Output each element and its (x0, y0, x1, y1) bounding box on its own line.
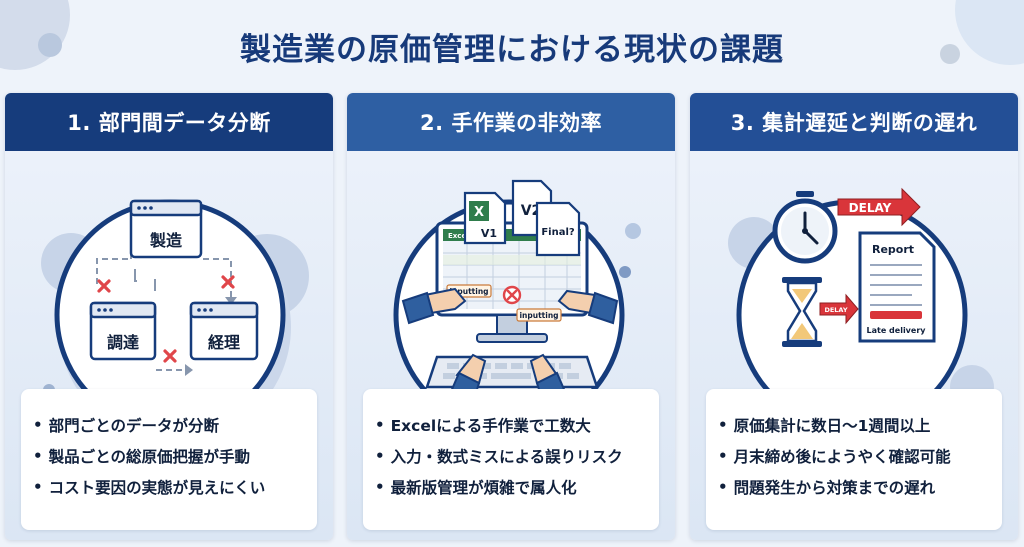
delay-label-large: DELAY (849, 201, 892, 215)
delay-label-small: DELAY (824, 306, 847, 314)
box-label-top: 製造 (149, 231, 183, 250)
card-manual-work: 2. 手作業の非効率 Excel (347, 93, 675, 540)
bullet-dot-icon: • (375, 446, 385, 465)
inputting-tag-1: inputting (449, 287, 488, 296)
hourglass-icon (782, 277, 822, 347)
list-item: •最新版管理が煩雑で属人化 (375, 477, 577, 497)
bullet-list: •部門ごとのデータが分断 •製品ごとの総原価把握が手動 •コスト要因の実態が見え… (21, 389, 317, 530)
right-hand-icon (557, 289, 619, 325)
bullet-list: •原価集計に数日〜1週間以上 •月末締め後にようやく確認可能 •問題発生から対策… (706, 389, 1002, 530)
bullet-dot-icon: • (33, 415, 43, 434)
list-item: •原価集計に数日〜1週間以上 (718, 415, 931, 435)
window-box-procurement (89, 301, 157, 361)
page-title: 製造業の原価管理における現状の課題 (240, 32, 784, 68)
delay-arrow-icon: DELAY (837, 187, 921, 227)
card-aggregation-delay: 3. 集計遅延と判断の遅れ DELAY (690, 93, 1018, 540)
card-header: 2. 手作業の非効率 (347, 93, 675, 151)
list-item: •製品ごとの総原価把握が手動 (33, 446, 250, 466)
bullet-dot-icon: • (33, 446, 43, 465)
small-delay-arrow-icon: DELAY (819, 293, 859, 325)
box-label-left: 調達 (107, 333, 139, 352)
card-department-data: 1. 部門間データ分断 (5, 93, 333, 540)
card-header: 3. 集計遅延と判断の遅れ (690, 93, 1018, 151)
excel-file-icon: X V1 (463, 191, 507, 245)
background-dot (38, 33, 62, 57)
bullet-dot-icon: • (375, 415, 385, 434)
report-document-icon: Report Late delivery (858, 231, 936, 343)
bullet-dot-icon: • (33, 477, 43, 496)
window-box-manufacturing (129, 199, 203, 259)
background-dot (940, 44, 960, 64)
bullet-dot-icon: • (718, 446, 728, 465)
svg-text:X: X (474, 205, 484, 220)
inputting-tag-2: inputting (519, 311, 558, 320)
bullet-dot-icon: • (375, 477, 385, 496)
clock-icon (772, 191, 838, 264)
left-hand-icon (401, 287, 467, 325)
card-header: 1. 部門間データ分断 (5, 93, 333, 151)
list-item: •部門ごとのデータが分断 (33, 415, 219, 435)
sparkle-icon (971, 499, 999, 527)
bullet-dot-icon: • (718, 477, 728, 496)
list-item: •入力・数式ミスによる誤りリスク (375, 446, 623, 466)
list-item: •コスト要因の実態が見えにくい (33, 477, 266, 497)
file-final-label: Final? (541, 227, 575, 238)
delay-report-icon: DELAY Report Late delivery (690, 151, 1018, 446)
list-item: •月末締め後にようやく確認可能 (718, 446, 951, 466)
list-item: •Excelによる手作業で工数大 (375, 415, 591, 435)
excel-tab-label: Excel (448, 232, 469, 240)
file-final-icon: Final? (535, 201, 581, 257)
file-v1-label: V1 (481, 227, 497, 240)
bullet-list: •Excelによる手作業で工数大 •入力・数式ミスによる誤りリスク •最新版管理… (363, 389, 659, 530)
list-item: •問題発生から対策までの遅れ (718, 477, 936, 497)
bullet-dot-icon: • (718, 415, 728, 434)
manual-spreadsheet-icon: Excel X V1 (347, 151, 675, 446)
network-diagram-icon: 製造 調達 経理 (5, 151, 333, 446)
window-box-accounting (189, 301, 259, 361)
box-label-right: 経理 (208, 333, 240, 352)
late-delivery-label: Late delivery (867, 326, 927, 335)
report-title: Report (872, 243, 914, 256)
